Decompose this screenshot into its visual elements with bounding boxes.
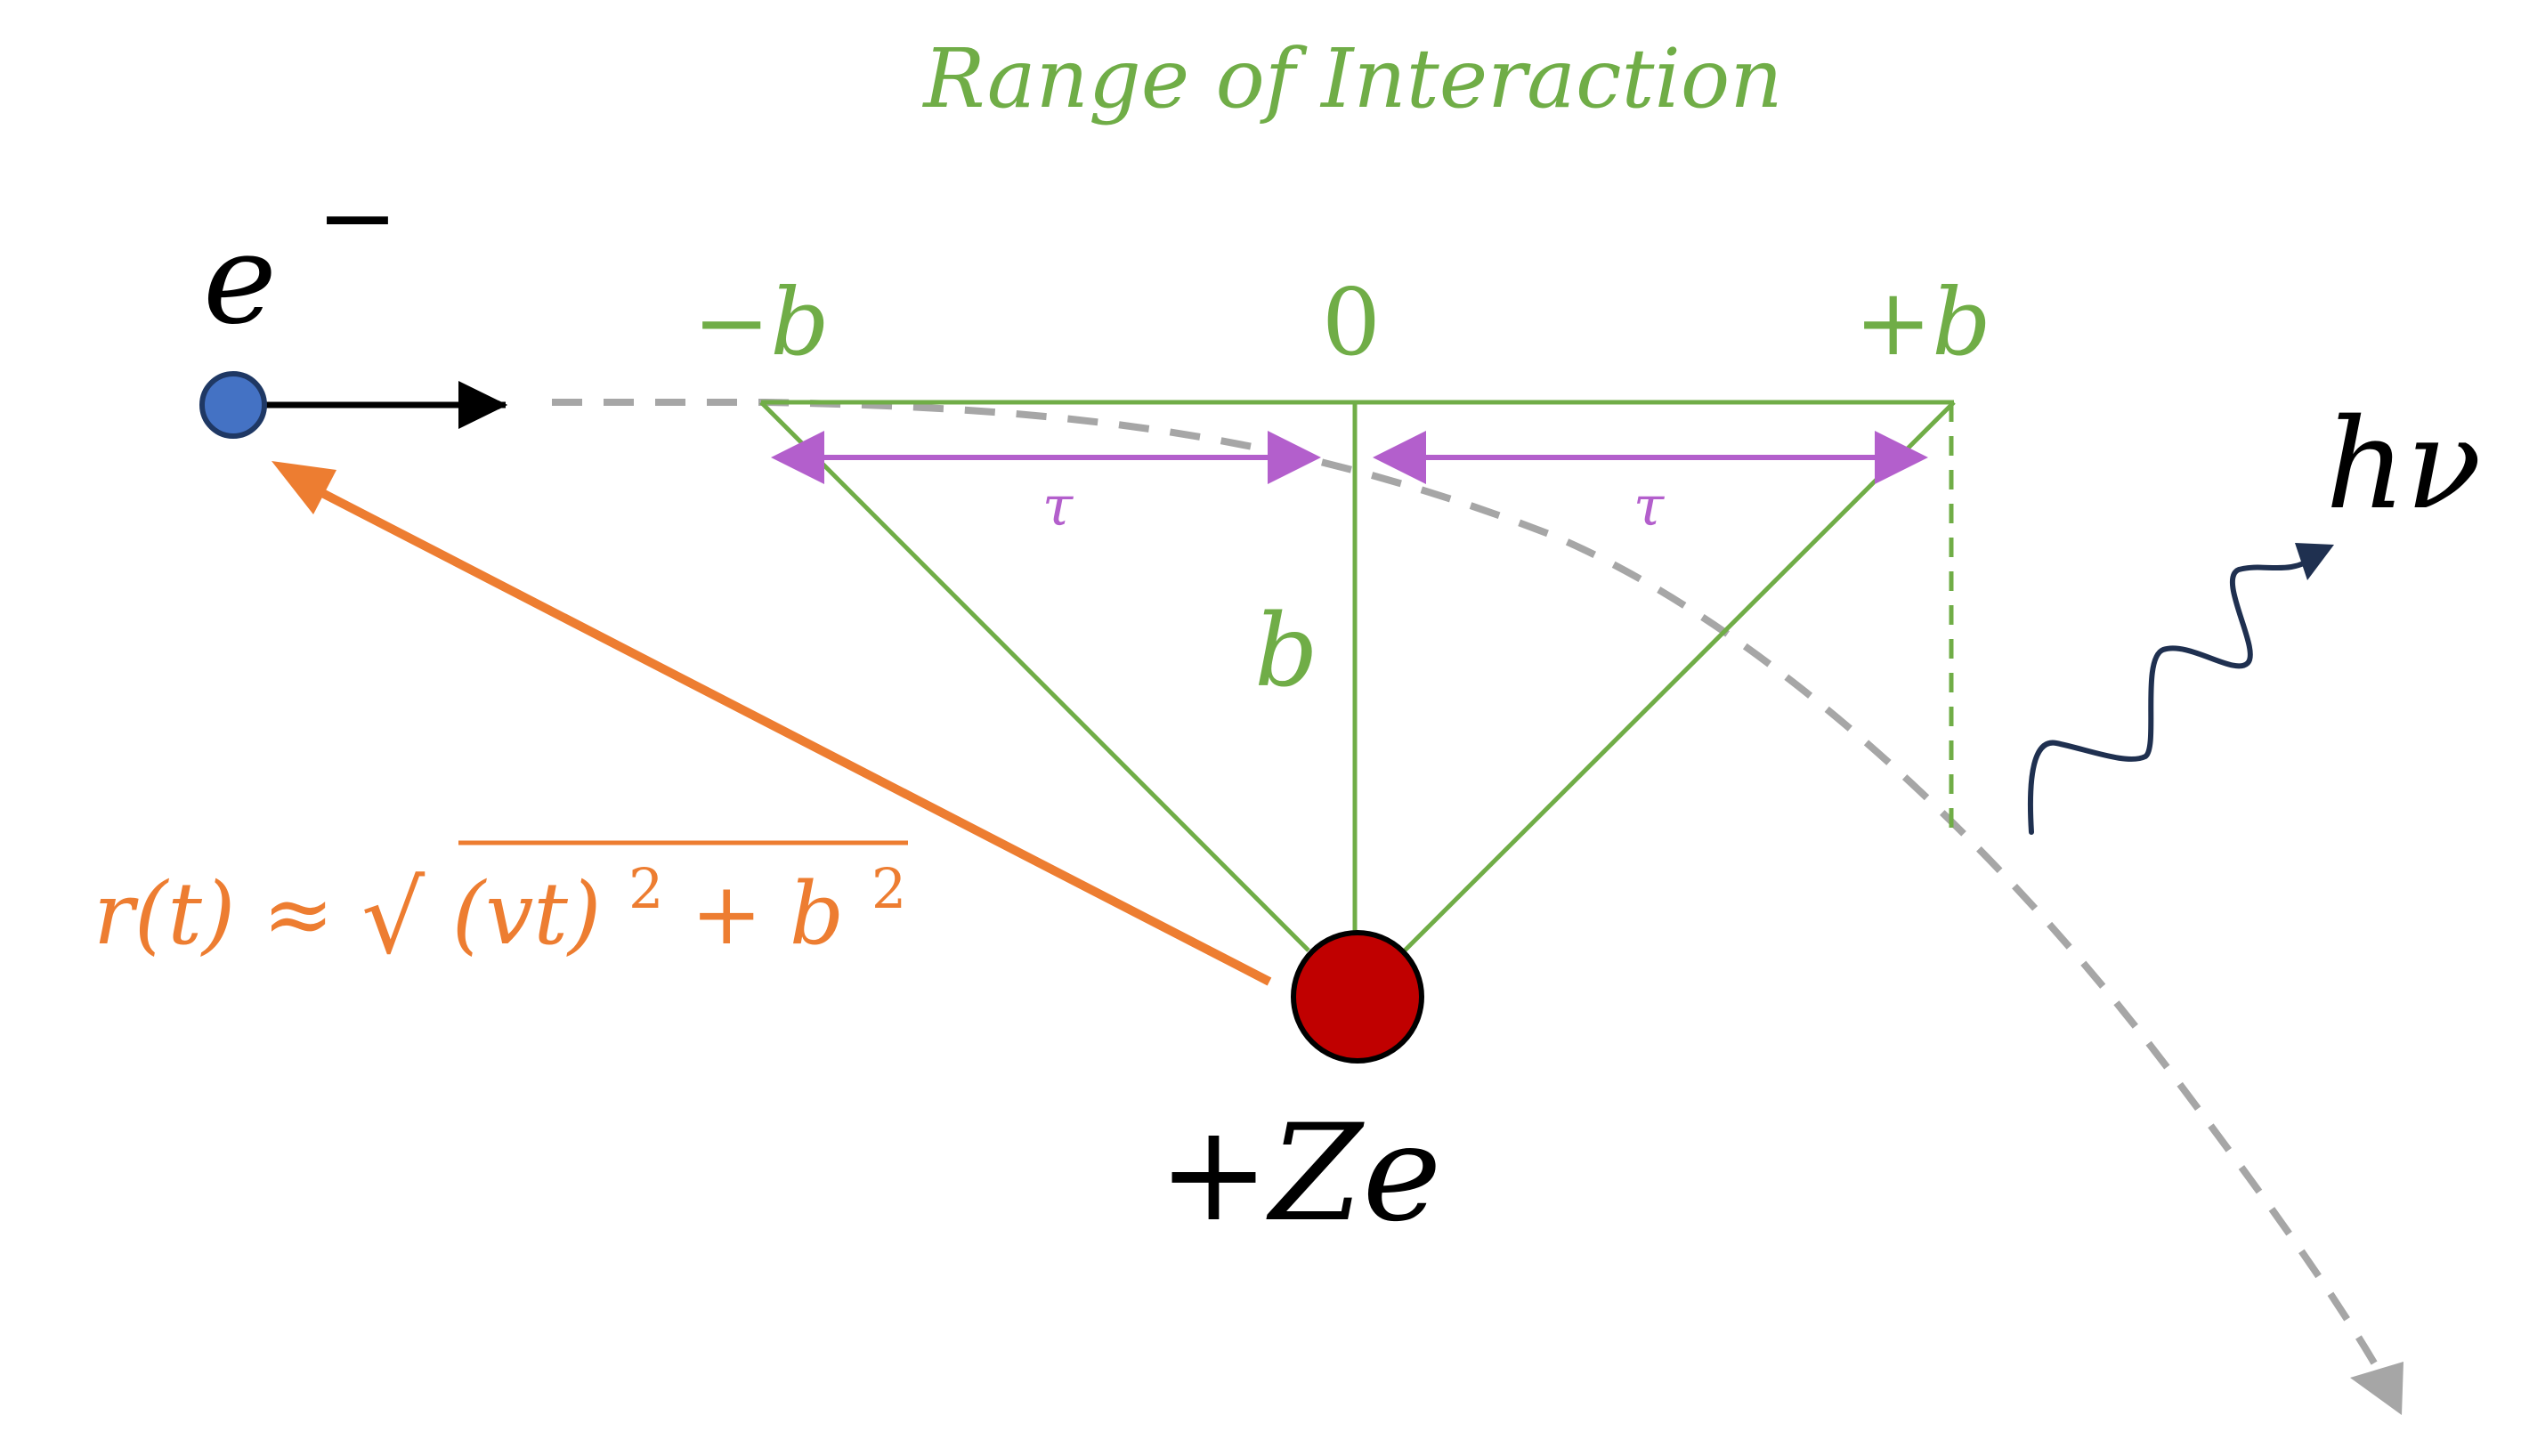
diagram-title: Range of Interaction <box>921 31 1782 126</box>
left-limit-label: −b <box>693 268 830 376</box>
electron-symbol: e <box>203 207 277 352</box>
photon-label: hν <box>2325 392 2481 538</box>
velocity-arrowhead <box>458 381 507 429</box>
formula-exponent-2: 2 <box>871 856 906 921</box>
formula-exponent-1: 2 <box>628 856 663 921</box>
right-limit-label: +b <box>1854 268 1991 376</box>
nucleus <box>1291 930 1424 1064</box>
electron-trajectory <box>552 399 2385 1378</box>
photon-wave <box>2027 554 2319 835</box>
range-left-leg <box>759 400 1310 952</box>
formula-lhs: r(t) ≈ <box>93 864 361 964</box>
distance-vector-arrowhead <box>272 461 336 514</box>
distance-formula: r(t) ≈ √ (vt) 2 + b 2 <box>93 829 908 976</box>
distance-vector <box>296 476 1272 986</box>
formula-radicand: (vt) <box>452 864 602 964</box>
svg-text:r(t) ≈ √ (vt): r(t) ≈ √ (vt) 2 + b 2 <box>93 829 906 976</box>
electron <box>199 371 267 439</box>
electron-charge: − <box>316 160 398 274</box>
center-label: 0 <box>1322 268 1381 376</box>
tau-right-label: τ <box>1633 473 1666 538</box>
tau-left-label: τ <box>1042 473 1074 538</box>
impact-parameter-label: b <box>1254 594 1318 709</box>
trajectory-arrowhead <box>2350 1362 2403 1415</box>
formula-radical: √ <box>361 861 426 976</box>
formula-plus-b: + b <box>691 864 844 964</box>
range-right-leg <box>1403 400 1956 952</box>
electron-label: e − <box>203 160 399 352</box>
nucleus-label: +Ze <box>1158 1096 1442 1251</box>
photon-arrowhead <box>2295 543 2334 580</box>
